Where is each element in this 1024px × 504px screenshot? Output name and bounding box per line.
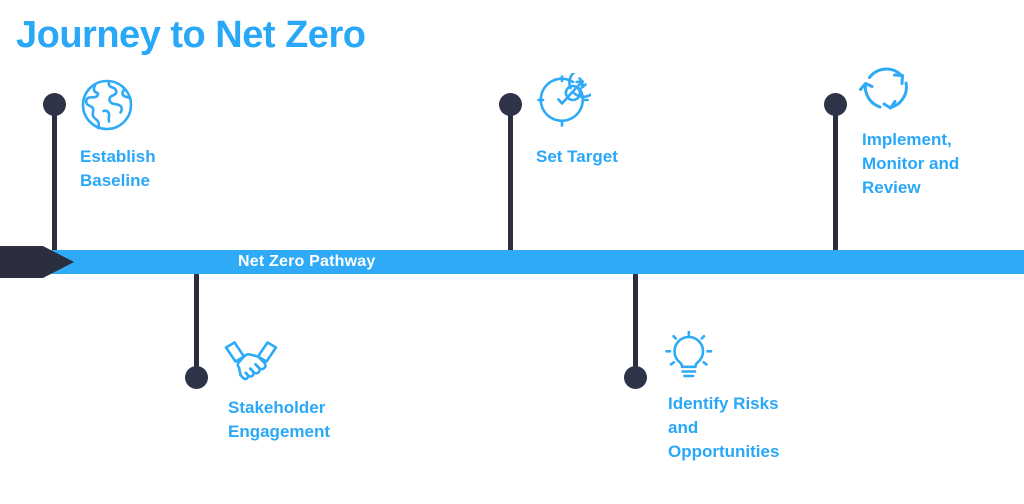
pin-stem-set-target xyxy=(508,105,513,253)
milestone-label-stakeholder-engagement: Stakeholder Engagement xyxy=(228,398,331,441)
pin-stem-identify-risks-and-opportunities xyxy=(633,272,638,376)
pin-head-establish-baseline[interactable] xyxy=(43,93,66,116)
pin-head-implement-monitor-and-review[interactable] xyxy=(824,93,847,116)
lightbulb-icon xyxy=(662,331,716,385)
pathway-label: Net Zero Pathway xyxy=(238,253,376,270)
target-icon xyxy=(535,73,591,129)
cycle-arrows-icon xyxy=(856,59,916,119)
milestone-label-implement-monitor-and-review: Implement, Monitor and Review xyxy=(862,130,960,197)
pin-head-identify-risks-and-opportunities[interactable] xyxy=(624,366,647,389)
pin-head-set-target[interactable] xyxy=(499,93,522,116)
handshake-icon xyxy=(219,333,283,389)
pin-stem-establish-baseline xyxy=(52,105,57,253)
milestone-label-establish-baseline: Establish Baseline xyxy=(80,147,156,190)
net-zero-pathway-bar xyxy=(0,250,1024,274)
milestone-label-set-target: Set Target xyxy=(536,147,618,166)
page-title: Journey to Net Zero xyxy=(16,14,366,56)
pin-head-stakeholder-engagement[interactable] xyxy=(185,366,208,389)
pin-stem-implement-monitor-and-review xyxy=(833,105,838,253)
milestone-label-identify-risks-and-opportunities: Identify Risks and Opportunities xyxy=(668,394,780,461)
pin-stem-stakeholder-engagement xyxy=(194,272,199,376)
globe-icon xyxy=(79,77,135,133)
